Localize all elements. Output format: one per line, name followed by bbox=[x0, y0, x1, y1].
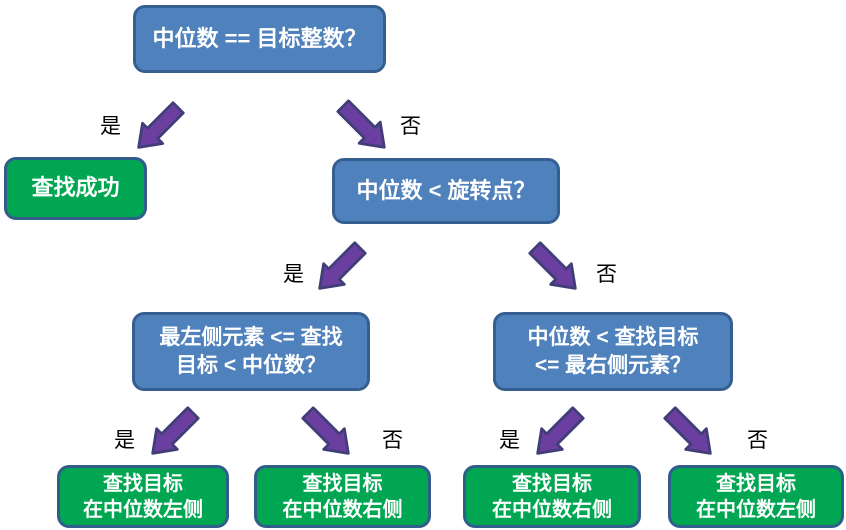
outcome-right-of-median: 查找目标 在中位数右侧 bbox=[254, 465, 431, 528]
node-text: 中位数 < 旋转点？ bbox=[356, 177, 536, 203]
node-text: 中位数 < 查找目标 bbox=[527, 326, 699, 350]
node-text: 中位数 == 目标整数？ bbox=[152, 25, 367, 51]
decision-left-range: 最左侧元素 <= 查找 目标 < 中位数？ bbox=[132, 312, 370, 391]
branch-label-no: 否 bbox=[747, 429, 768, 452]
arrow-down-left-icon bbox=[135, 97, 189, 151]
branch-label-yes: 是 bbox=[100, 115, 121, 138]
node-text: 查找目标 bbox=[512, 472, 592, 495]
branch-label-no: 否 bbox=[596, 263, 617, 286]
node-text: 在中位数左侧 bbox=[696, 498, 816, 521]
node-text: 在中位数右侧 bbox=[282, 498, 403, 521]
arrow-down-right-icon bbox=[332, 95, 388, 151]
branch-label-yes: 是 bbox=[283, 263, 304, 286]
outcome-success: 查找成功 bbox=[4, 157, 147, 220]
arrow-down-left-icon bbox=[534, 402, 589, 457]
arrow-down-right-icon bbox=[659, 402, 714, 457]
branch-label-yes: 是 bbox=[114, 429, 135, 452]
decision-right-range: 中位数 < 查找目标 <= 最右侧元素？ bbox=[493, 312, 733, 391]
node-text: 最左侧元素 <= 查找 bbox=[159, 326, 343, 350]
branch-label-yes: 是 bbox=[499, 429, 520, 452]
node-text: <= 最右侧元素？ bbox=[534, 353, 692, 377]
node-text: 在中位数右侧 bbox=[492, 498, 612, 521]
node-text: 目标 < 中位数？ bbox=[176, 353, 326, 377]
arrow-down-left-icon bbox=[149, 402, 204, 457]
arrow-down-left-icon bbox=[316, 237, 371, 292]
arrow-down-right-icon bbox=[524, 237, 579, 292]
outcome-left-of-median: 查找目标 在中位数左侧 bbox=[57, 465, 229, 528]
decision-root: 中位数 == 目标整数？ bbox=[133, 5, 386, 73]
node-text: 查找目标 bbox=[716, 472, 796, 495]
outcome-right-of-median: 查找目标 在中位数右侧 bbox=[463, 465, 641, 528]
arrow-down-right-icon bbox=[297, 402, 352, 457]
branch-label-no: 否 bbox=[400, 115, 421, 138]
branch-label-no: 否 bbox=[382, 429, 403, 452]
node-text: 查找目标 bbox=[103, 472, 183, 495]
node-text: 在中位数左侧 bbox=[83, 498, 203, 521]
decision-pivot: 中位数 < 旋转点？ bbox=[332, 158, 560, 224]
node-text: 查找目标 bbox=[302, 472, 383, 495]
outcome-left-of-median: 查找目标 在中位数左侧 bbox=[668, 465, 844, 528]
node-text: 查找成功 bbox=[31, 175, 120, 201]
